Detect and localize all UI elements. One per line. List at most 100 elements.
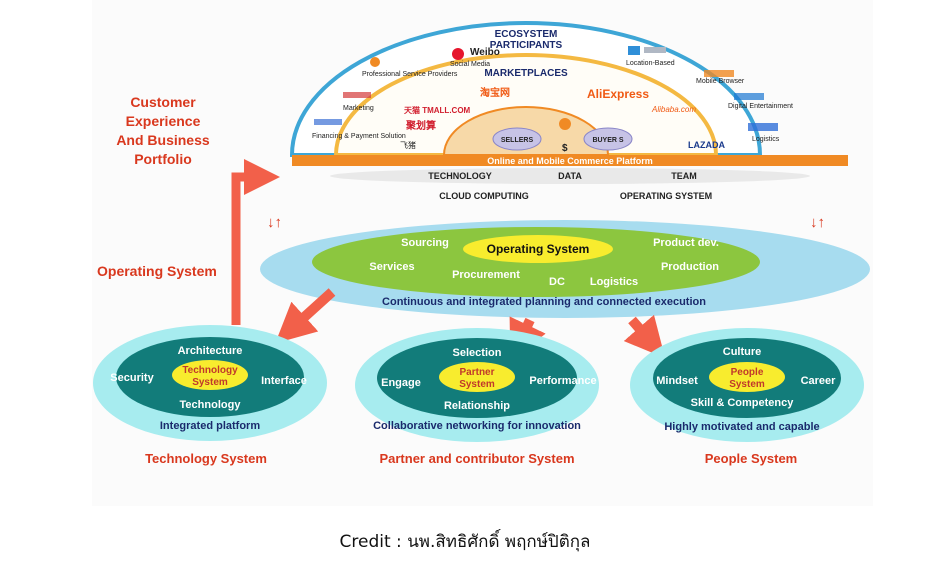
customer-experience-label: Customer Experience And Business Portfol…: [116, 94, 210, 167]
operating-system-row-label: OPERATING SYSTEM: [620, 191, 712, 201]
sellers-label: SELLERS: [501, 137, 534, 144]
arrow-up-to-customer: [231, 159, 280, 325]
cainiao-icon: [748, 123, 778, 131]
finance-icon: [314, 119, 342, 125]
ecosystem-diagram: Customer Experience And Business Portfol…: [93, 21, 870, 466]
technology-system-title: Technology System: [145, 451, 267, 466]
platform-label: Online and Mobile Commerce Platform: [487, 156, 653, 166]
technology-top: Architecture: [178, 345, 243, 357]
arrow-to-people: [623, 314, 666, 359]
marketplaces-title: MARKETPLACES: [484, 68, 568, 79]
feizhu-logo: 飞猪: [400, 140, 416, 150]
os-item-sourcing: Sourcing: [401, 237, 449, 249]
technology-core-1: Technology: [182, 365, 238, 376]
svg-text:Logistics: Logistics: [752, 136, 780, 143]
updown-left-icon: ↓↑: [267, 214, 282, 231]
technology-left: Security: [110, 372, 154, 384]
aliexpress-logo: AliExpress: [587, 87, 649, 101]
svg-text:Digital Entertainment: Digital Entertainment: [728, 103, 793, 110]
partner-bottom: Relationship: [444, 400, 510, 412]
partner-core-1: Partner: [459, 367, 494, 378]
sellers-oval: [492, 127, 542, 151]
participant-weibo: Weibo Social Media: [450, 47, 500, 68]
os-item-procurement: Procurement: [452, 269, 520, 281]
svg-text:Mobile Browser: Mobile Browser: [696, 78, 745, 85]
lazada-logo: LAZADA: [688, 140, 725, 150]
updown-right-icon: ↓↑: [810, 214, 825, 231]
svg-text:Weibo: Weibo: [470, 47, 500, 58]
taobao-logo: 淘宝网: [480, 86, 510, 99]
os-item-product-dev: Product dev.: [653, 237, 719, 249]
team-label: TEAM: [671, 171, 697, 181]
technology-core-2: System: [192, 377, 228, 388]
technology-caption: Integrated platform: [160, 420, 260, 432]
weibo-icon: [452, 48, 464, 60]
technology-label: TECHNOLOGY: [428, 171, 492, 181]
ecosystem-dome: ECOSYSTEM PARTICIPANTS MARKETPLACES Weib…: [289, 21, 793, 157]
people-core-1: People: [731, 367, 764, 378]
people-left: Mindset: [656, 375, 698, 387]
people-system-circle: People System Culture Mindset Career Ski…: [630, 328, 864, 442]
partner-system-circle: Partner System Selection Engage Performa…: [355, 328, 599, 442]
youku-icon: [734, 93, 764, 100]
svg-text:Financing & Payment Solution: Financing & Payment Solution: [312, 133, 406, 140]
participant-professional: Professional Service Providers: [362, 57, 458, 78]
credit-line: Credit : นพ.สิทธิศักดิ์ พฤกษ์ปิติกุล: [339, 532, 591, 552]
map-icon: [628, 46, 640, 55]
participant-location: Location-Based: [626, 46, 675, 67]
svg-text:And Business: And Business: [116, 132, 210, 148]
partner-left: Engage: [381, 377, 421, 389]
technology-right: Interface: [261, 375, 307, 387]
svg-text:Customer: Customer: [130, 94, 196, 110]
people-system-title: People System: [705, 451, 798, 466]
svg-text:Location-Based: Location-Based: [626, 60, 675, 67]
tmall-logo: 天猫 TMALL.COM: [404, 105, 471, 115]
platform-bar: [292, 155, 848, 166]
alibaba-logo: Alibaba.com: [651, 105, 696, 114]
cloud-computing-label: CLOUD COMPUTING: [439, 191, 529, 201]
partner-core-2: System: [459, 379, 495, 390]
people-bottom: Skill & Competency: [691, 397, 795, 409]
tech-data-team-band: [330, 168, 810, 184]
partner-right: Performance: [529, 375, 596, 387]
technology-system-circle: Technology System Architecture Security …: [93, 325, 327, 441]
os-caption: Continuous and integrated planning and c…: [382, 296, 706, 308]
ecosystem-title-1: ECOSYSTEM: [495, 29, 558, 40]
arrow-to-technology: [275, 288, 336, 344]
svg-text:Social Media: Social Media: [450, 61, 490, 68]
people-core-2: System: [729, 379, 765, 390]
partner-system-title: Partner and contributor System: [379, 451, 574, 466]
participant-financing: Financing & Payment Solution: [312, 119, 406, 140]
marketing-icon: [343, 92, 371, 98]
os-item-dc: DC: [549, 276, 565, 288]
data-label: DATA: [558, 171, 582, 181]
os-item-production: Production: [661, 261, 719, 273]
operating-system-ellipse: Operating System Sourcing Product dev. S…: [260, 220, 870, 318]
participant-mobile-browser: Mobile Browser: [696, 70, 745, 85]
slide: Customer Experience And Business Portfol…: [92, 0, 873, 506]
svg-text:Professional Service Providers: Professional Service Providers: [362, 71, 458, 78]
people-caption: Highly motivated and capable: [664, 421, 819, 433]
buyers-oval: [583, 127, 633, 151]
participant-marketing: Marketing: [343, 92, 374, 112]
os-item-services: Services: [369, 261, 414, 273]
partner-caption: Collaborative networking for innovation: [373, 420, 581, 432]
sp-icon: [370, 57, 380, 67]
people-top: Culture: [723, 346, 762, 358]
partner-top: Selection: [453, 347, 502, 359]
ecosystem-title-2: PARTICIPANTS: [490, 40, 563, 51]
uc-icon: [704, 70, 734, 77]
technology-bottom: Technology: [180, 399, 242, 411]
svg-text:Experience: Experience: [126, 113, 201, 129]
os-item-logistics: Logistics: [590, 276, 638, 288]
dollar-label: $: [562, 143, 568, 154]
participant-digital-entertainment: Digital Entertainment: [728, 93, 793, 110]
operating-system-side-label: Operating System: [97, 263, 217, 279]
sun-icon: [559, 118, 571, 130]
buyers-label: BUYER S: [592, 137, 623, 144]
people-right: Career: [801, 375, 837, 387]
svg-text:Portfolio: Portfolio: [134, 151, 192, 167]
os-core-label: Operating System: [487, 242, 590, 256]
participant-logistics: Logistics: [748, 123, 780, 143]
svg-text:Marketing: Marketing: [343, 105, 374, 112]
